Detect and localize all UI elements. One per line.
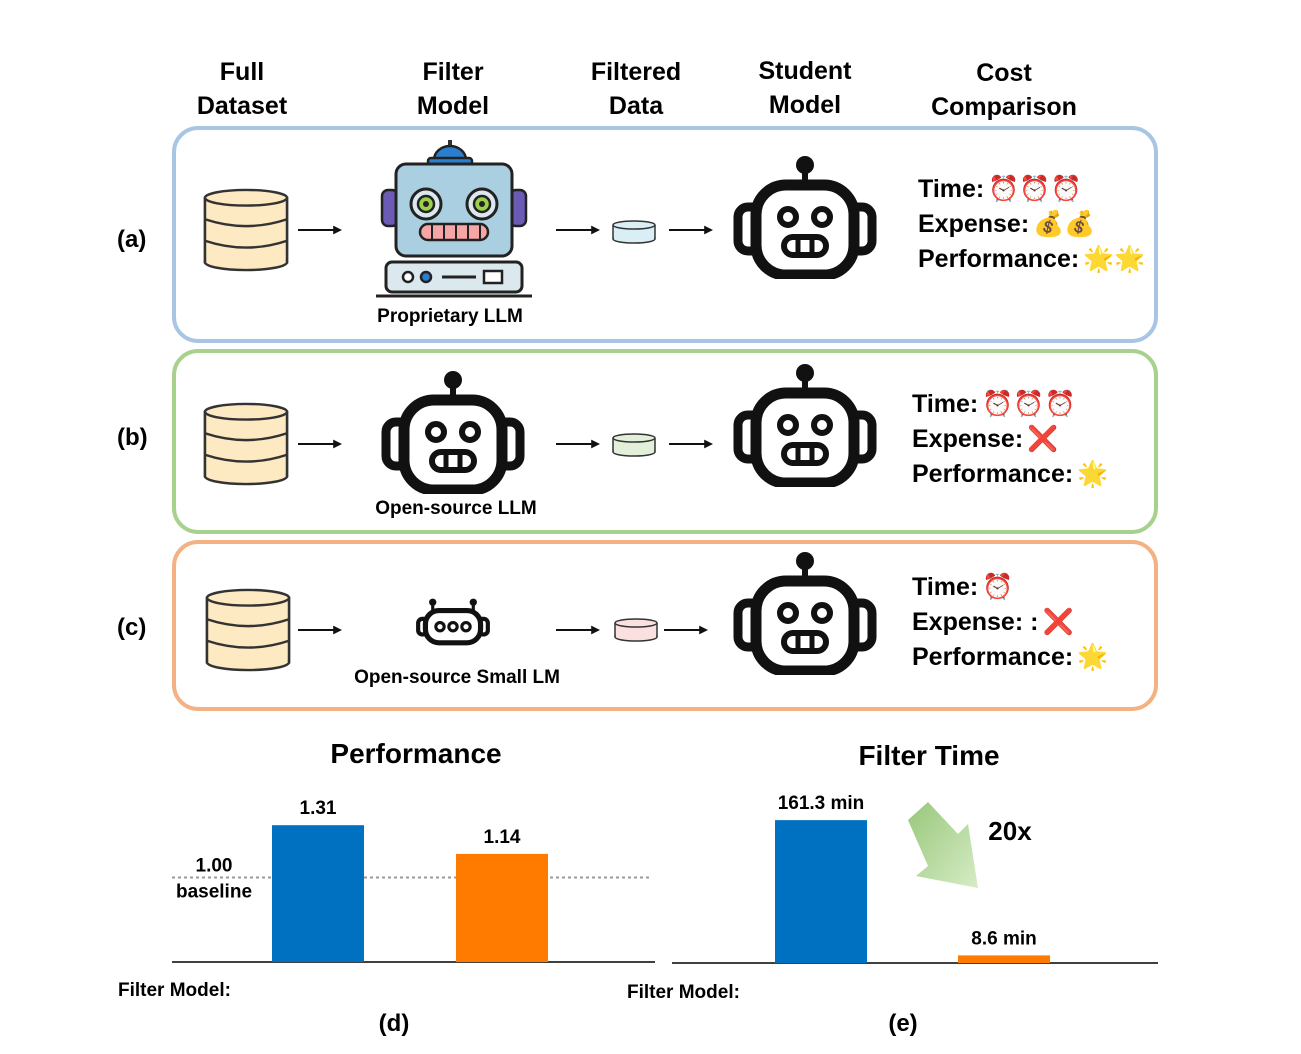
database-icon bbox=[200, 402, 292, 486]
star-icon: 🌟 bbox=[1077, 643, 1109, 671]
cost-comparison-c: Time:⏰ Expense: :❌ Performance:🌟 bbox=[912, 570, 1108, 675]
expense-label: Expense: bbox=[912, 425, 1024, 453]
panel-b bbox=[172, 349, 1158, 534]
cost-comparison-a: Time:⏰⏰⏰ Expense:💰💰 Performance:🌟🌟 bbox=[918, 172, 1145, 277]
row-label-b: (b) bbox=[117, 424, 148, 451]
proprietary-robot-icon bbox=[376, 140, 532, 298]
bar bbox=[775, 820, 867, 963]
filter-caption-b: Open-source LLM bbox=[375, 498, 537, 519]
student-robot-icon bbox=[730, 551, 880, 675]
data-label: 161.3 min bbox=[778, 793, 865, 814]
alarm-clock-icon: ⏰⏰⏰ bbox=[982, 390, 1076, 418]
time-label: Time: bbox=[912, 390, 979, 418]
small-robot-icon bbox=[416, 598, 490, 646]
subplot-label-d: (d) bbox=[378, 1010, 410, 1037]
subplot-label-e: (e) bbox=[888, 1010, 918, 1037]
student-robot-icon bbox=[730, 363, 880, 487]
filtered-data-icon bbox=[612, 220, 656, 244]
panel-a bbox=[172, 126, 1158, 343]
arrow-icon bbox=[298, 437, 342, 451]
data-label: 8.6 min bbox=[971, 928, 1036, 949]
filtered-data-icon bbox=[612, 433, 656, 457]
database-icon bbox=[200, 188, 292, 272]
header-filter-model: Filter Model bbox=[416, 58, 490, 120]
header-full-dataset: Full Dataset bbox=[196, 58, 288, 120]
star-icon: 🌟🌟 bbox=[1083, 245, 1146, 273]
filtered-data-icon bbox=[614, 618, 658, 642]
speedup-annotation: 20x bbox=[988, 816, 1032, 846]
filter-caption-a: Proprietary LLM bbox=[377, 306, 523, 327]
down-arrow-icon bbox=[908, 802, 978, 888]
student-robot-icon bbox=[730, 155, 880, 279]
arrow-icon bbox=[298, 623, 342, 637]
chart-title-filter-time: Filter Time bbox=[858, 740, 1000, 771]
filter-time-chart: 161.3 minLLaMA2-7B8.6 minGPT-2(124M)20x bbox=[672, 793, 1158, 964]
down-arrow-shape bbox=[908, 802, 978, 888]
arrow-icon bbox=[664, 623, 708, 637]
database-icon bbox=[202, 588, 294, 672]
star-icon: 🌟 bbox=[1077, 460, 1109, 488]
alarm-clock-icon: ⏰ bbox=[982, 573, 1014, 601]
open-source-robot-icon bbox=[378, 370, 528, 494]
performance-label: Performance: bbox=[912, 460, 1074, 488]
chart-title-performance: Performance bbox=[330, 738, 502, 769]
data-label: 1.14 bbox=[484, 827, 521, 848]
alarm-clock-icon: ⏰⏰⏰ bbox=[988, 175, 1082, 203]
filter-caption-c: Open-source Small LM bbox=[354, 667, 560, 688]
row-label-a: (a) bbox=[117, 226, 147, 253]
arrow-icon bbox=[556, 437, 600, 451]
time-label: Time: bbox=[918, 175, 985, 203]
money-bag-icon: 💰💰 bbox=[1033, 210, 1096, 238]
arrow-icon bbox=[669, 437, 713, 451]
row-label-c: (c) bbox=[117, 614, 147, 641]
performance-label: Performance: bbox=[918, 245, 1080, 273]
bar bbox=[456, 853, 548, 962]
cost-comparison-b: Time:⏰⏰⏰ Expense:❌ Performance:🌟 bbox=[912, 387, 1108, 492]
expense-label: Expense: bbox=[918, 210, 1030, 238]
bar bbox=[272, 825, 364, 962]
data-label: 1.31 bbox=[300, 798, 337, 819]
performance-label: Performance: bbox=[912, 643, 1074, 671]
filter-model-label: Filter Model: bbox=[118, 980, 231, 1001]
header-cost-comparison: Cost Comparison bbox=[931, 59, 1077, 121]
arrow-icon bbox=[669, 223, 713, 237]
bar bbox=[958, 955, 1050, 963]
arrow-icon bbox=[556, 623, 600, 637]
expense-label: Expense: : bbox=[912, 608, 1039, 636]
baseline-value-label: 1.00 bbox=[196, 856, 233, 877]
baseline-label: baseline bbox=[176, 882, 252, 903]
panel-c bbox=[172, 540, 1158, 711]
header-filtered-data: Filtered Data bbox=[590, 58, 682, 120]
arrow-icon bbox=[298, 223, 342, 237]
cross-mark-icon: ❌ bbox=[1042, 608, 1074, 636]
header-student-model: Student Model bbox=[758, 57, 852, 119]
time-label: Time: bbox=[912, 573, 979, 601]
filter-model-label: Filter Model: bbox=[627, 982, 740, 1003]
cross-mark-icon: ❌ bbox=[1027, 425, 1059, 453]
arrow-icon bbox=[556, 223, 600, 237]
